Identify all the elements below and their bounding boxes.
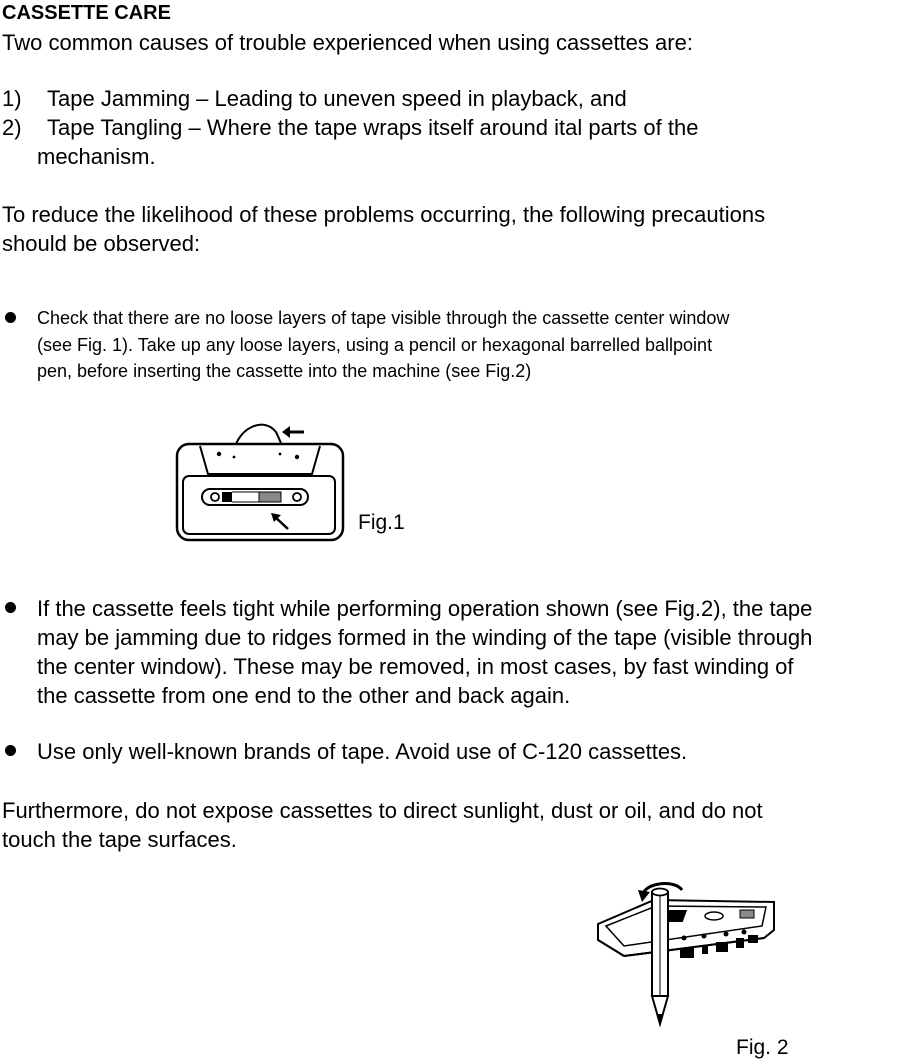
bullet-dot-2 <box>5 602 16 613</box>
bullet-dot-3 <box>5 745 16 756</box>
list-item-1-text: Tape Jamming – Leading to uneven speed i… <box>47 86 627 111</box>
bullet-1-line3: pen, before inserting the cassette into … <box>37 361 532 381</box>
arrow-left-icon <box>282 426 304 438</box>
bullet-2-line2: may be jamming due to ridges formed in t… <box>37 625 813 650</box>
bullet-2-line1: If the cassette feels tight while perfor… <box>37 596 813 621</box>
bullet-1-line2: (see Fig. 1). Take up any loose layers, … <box>37 335 713 355</box>
bullet-1-line1: Check that there are no loose layers of … <box>37 308 730 328</box>
list-item-2-text-line2: mechanism. <box>37 144 156 169</box>
fig1-label: Fig.1 <box>358 511 405 534</box>
closing-text-line1: Furthermore, do not expose cassettes to … <box>2 798 763 823</box>
fig2-label: Fig. 2 <box>736 1036 789 1059</box>
pencil-cassette-illustration <box>597 882 775 1028</box>
bullet-3-text: Use only well-known brands of tape. Avoi… <box>37 739 688 764</box>
bullet-2-line3: the center window). These may be removed… <box>37 654 794 679</box>
arrow-up-left-icon <box>271 513 289 530</box>
list-number-1: 1) <box>2 86 22 111</box>
intro-text: Two common causes of trouble experienced… <box>2 30 693 55</box>
cassette-window-illustration <box>175 423 345 542</box>
bullet-2-line4: the cassette from one end to the other a… <box>37 683 571 708</box>
precaution-text-line2: should be observed: <box>2 231 201 256</box>
page-heading: CASSETTE CARE <box>2 2 171 24</box>
list-number-2: 2) <box>2 115 22 140</box>
list-item-2-text-line1: Tape Tangling – Where the tape wraps its… <box>47 115 699 140</box>
bullet-dot-1 <box>5 312 16 323</box>
closing-text-line2: touch the tape surfaces. <box>2 827 237 852</box>
precaution-text-line1: To reduce the likelihood of these proble… <box>2 202 766 227</box>
